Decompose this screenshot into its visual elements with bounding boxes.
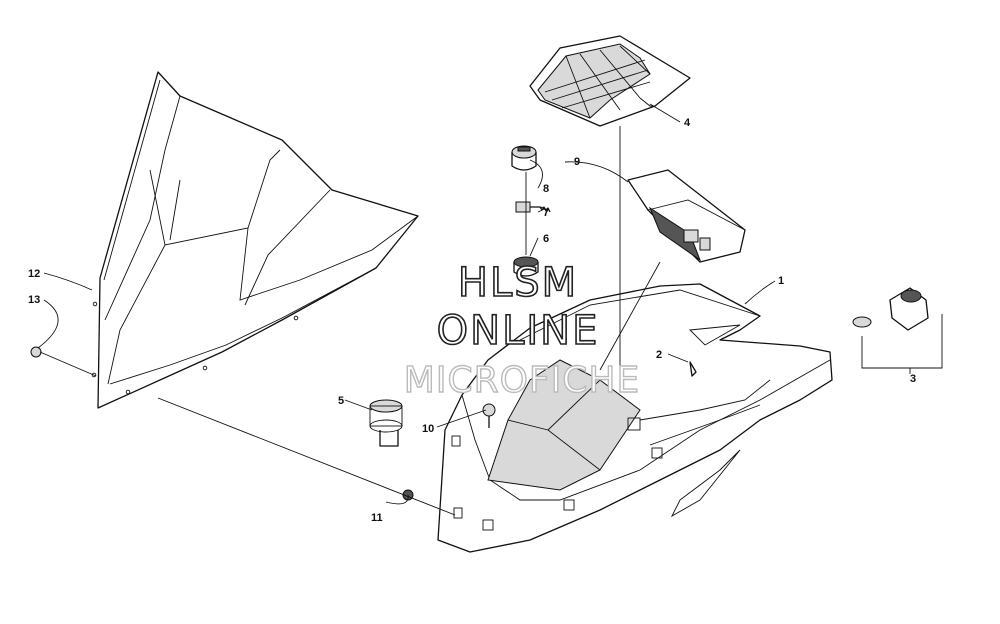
callout-4: 4 <box>684 117 691 129</box>
callout-labels: 1 2 3 4 5 6 7 8 9 10 11 12 13 <box>28 117 916 524</box>
leader-lines <box>37 103 943 516</box>
watermark-line-3: MICROFICHE <box>404 360 640 401</box>
windshield-part <box>91 71 419 409</box>
callout-2: 2 <box>656 349 662 361</box>
watermark: HLSM ONLINE MICROFICHE <box>403 259 640 402</box>
callout-11: 11 <box>371 512 383 524</box>
callout-3: 3 <box>910 373 916 385</box>
callout-1: 1 <box>778 275 784 287</box>
callout-7: 7 <box>543 207 549 219</box>
callout-5: 5 <box>338 395 344 407</box>
callout-9: 9 <box>574 156 580 168</box>
screw-part-2 <box>689 361 697 377</box>
ignition-switch-part <box>513 256 539 277</box>
callout-6: 6 <box>543 233 549 245</box>
grommet-part-13 <box>30 346 42 358</box>
storage-net-part <box>529 35 691 127</box>
callout-8: 8 <box>543 183 549 195</box>
screw-part-10 <box>482 403 496 428</box>
callout-12: 12 <box>28 268 40 280</box>
callout-10: 10 <box>422 423 434 435</box>
callout-13: 13 <box>28 294 40 306</box>
power-outlet-part <box>852 287 929 331</box>
switch-part <box>369 399 403 447</box>
watermark-line-2: ONLINE <box>437 308 600 354</box>
key-cap-part <box>511 145 537 171</box>
hood-fairing-part <box>437 283 833 553</box>
control-module-part <box>627 169 746 263</box>
watermark-line-1: HLSM <box>458 260 578 306</box>
